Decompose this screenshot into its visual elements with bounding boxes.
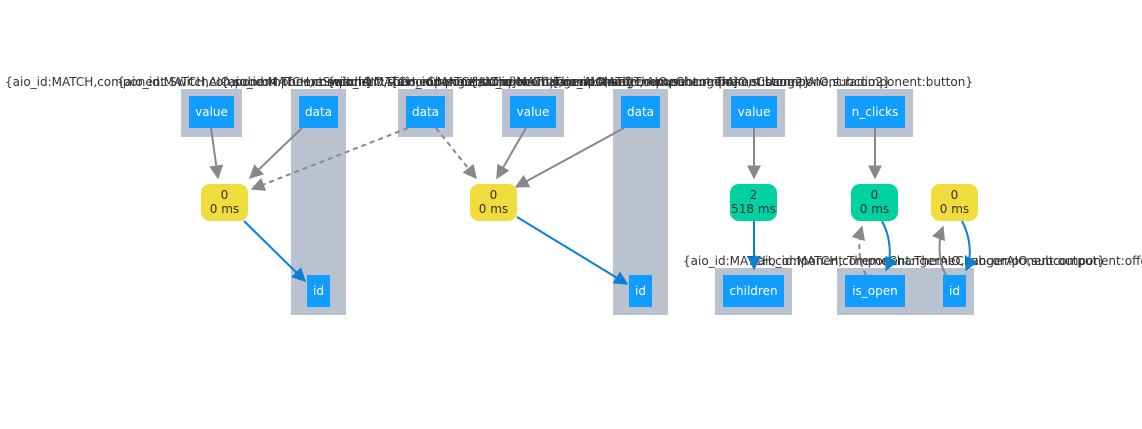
prop-node-data-theme-changer-store[interactable]: data	[406, 96, 445, 128]
edge-data2-to-cb1-state	[250, 127, 409, 191]
svg-text:data: data	[412, 105, 439, 119]
prop-node-children-theme-changer-output[interactable]: children	[723, 275, 784, 307]
callback-node-3-box	[730, 184, 777, 221]
edge-cb5-to-id3	[961, 220, 978, 272]
callback-node-5[interactable]: 0 0 ms	[931, 184, 978, 221]
cluster-label-theme-changer-radio2: {aio_id:MATCH,component:ThemeChangerAIO,…	[470, 75, 891, 89]
prop-node-isopen-theme-changer-offcanvas[interactable]: is_open	[845, 275, 905, 307]
callback-node-4-time: 0 ms	[860, 202, 889, 216]
edge-isopen-to-cb4-state	[851, 225, 867, 276]
callback-node-2-box	[470, 184, 517, 221]
prop-node-id-theme-changer-offcanvas[interactable]: id	[943, 275, 966, 307]
edge-cb4-to-isopen	[881, 220, 898, 272]
prop-node-data-theme-changer-store2[interactable]: data	[621, 96, 660, 128]
callback-node-2[interactable]: 0 0 ms	[470, 184, 517, 221]
prop-node-id-theme-changer-store2[interactable]: id	[629, 275, 652, 307]
svg-text:id: id	[635, 284, 646, 298]
edge-value1-to-cb1	[209, 127, 224, 180]
edge-cb2-to-id2	[516, 216, 629, 285]
callback-node-1-time: 0 ms	[210, 202, 239, 216]
callback-node-5-time: 0 ms	[940, 202, 969, 216]
callback-node-2-time: 0 ms	[479, 202, 508, 216]
callback-node-3-time: 518 ms	[731, 202, 776, 216]
callback-node-3-count: 2	[750, 188, 758, 202]
prop-node-value-theme-changer-radio2[interactable]: value	[731, 96, 777, 128]
svg-text:is_open: is_open	[852, 284, 898, 298]
callback-node-4-box	[851, 184, 898, 221]
svg-text:id: id	[313, 284, 324, 298]
edge-data3-to-cb2	[514, 127, 625, 188]
cluster-label-theme-changer-store2: {aio_id:MATCH,component:ThemeChangerAIO,…	[390, 75, 810, 89]
svg-text:data: data	[627, 105, 654, 119]
callback-node-5-box	[931, 184, 978, 221]
svg-text:data: data	[305, 105, 332, 119]
prop-node-id-theme-switch-store[interactable]: id	[307, 275, 330, 307]
prop-node-data-theme-switch-store[interactable]: data	[299, 96, 338, 128]
edge-cb1-to-id1	[243, 220, 306, 282]
svg-text:value: value	[195, 105, 228, 119]
svg-text:value: value	[738, 105, 771, 119]
callback-node-2-count: 0	[490, 188, 498, 202]
prop-node-value-switch[interactable]: value	[189, 96, 234, 128]
edge-value2-to-cb2	[496, 127, 527, 180]
callback-node-4[interactable]: 0 0 ms	[851, 184, 898, 221]
svg-text:value: value	[517, 105, 550, 119]
callback-node-1-box	[201, 184, 248, 221]
prop-node-value-theme-changer-radio[interactable]: value	[510, 96, 556, 128]
cluster-label-theme-changer-offcanvas: {aio_id:MATCH,component:ThemeChangerAIO,…	[750, 254, 1142, 268]
callback-node-1[interactable]: 0 0 ms	[201, 184, 248, 221]
cluster-label-switch: {aio_id:MATCH,component:SwitchAIO,subcom…	[5, 75, 373, 89]
cluster-label-theme-switch-store: {aio_id:MATCH,component:ThemeSwitchAIO,s…	[117, 75, 519, 89]
callback-node-3[interactable]: 2 518 ms	[730, 184, 777, 221]
svg-text:n_clicks: n_clicks	[852, 105, 899, 119]
svg-text:id: id	[949, 284, 960, 298]
edge-data1-to-cb1	[248, 127, 303, 179]
edge-id3-to-cb5	[931, 225, 947, 276]
callback-node-1-count: 0	[221, 188, 229, 202]
callback-node-4-count: 0	[871, 188, 879, 202]
cluster-label-theme-changer-radio: {aio_id:MATCH,component:ThemeChangerAIO,…	[327, 75, 740, 89]
cluster-label-theme-changer-store: {aio_id:MATCH,component:ThemeChangerAIO,…	[221, 75, 634, 89]
prop-node-nclicks-theme-changer-button[interactable]: n_clicks	[845, 96, 905, 128]
callback-node-5-count: 0	[951, 188, 959, 202]
edge-data2-to-cb2-state	[435, 127, 477, 180]
cluster-label-theme-changer-button: {aio_id:MATCH,component:ThemeChangerAIO,…	[551, 75, 973, 89]
svg-text:children: children	[729, 284, 777, 298]
